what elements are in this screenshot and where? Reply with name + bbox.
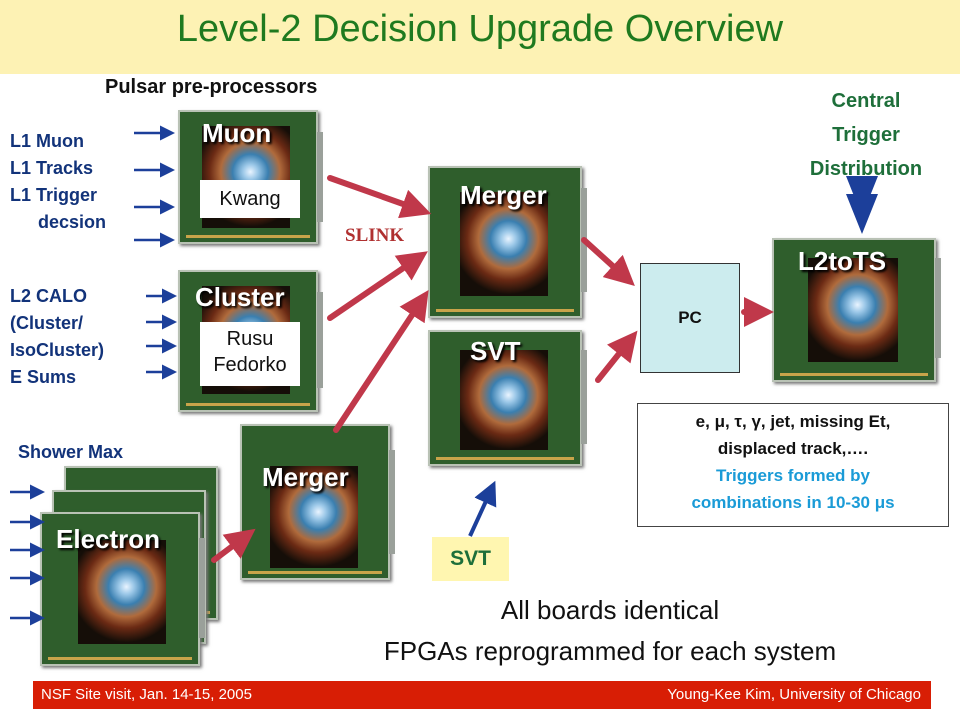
central-trigger-label: Central Trigger Distribution [784, 84, 948, 186]
input-l1-muon: L1 Muon [10, 131, 84, 151]
arrow-muon-to-merger [327, 175, 432, 219]
muon-board-label: Muon [202, 118, 272, 148]
owner-fedorko: Fedorko [213, 354, 287, 376]
info-combinations: combinations in 10-30 μs [691, 493, 895, 512]
merger-top-label: Merger [460, 180, 547, 210]
arrow-merger-to-pc [581, 237, 635, 287]
board-connector [317, 132, 323, 222]
nebula-image [270, 466, 358, 568]
ctd-trigger: Trigger [832, 124, 900, 146]
svt-board[interactable] [428, 330, 587, 466]
footer-bar: NSF Site visit, Jan. 14-15, 2005 Young-K… [33, 681, 931, 709]
board-connector [199, 538, 205, 638]
trigger-info-box: e, μ, τ, γ, jet, missing Et, displaced t… [637, 403, 949, 527]
merger-board-lower[interactable] [240, 424, 395, 580]
footer-left: NSF Site visit, Jan. 14-15, 2005 [41, 686, 252, 703]
input-l2-calo: L2 CALO [10, 286, 88, 306]
board-connector [581, 350, 587, 444]
arrow-merger-low-to-merger [333, 289, 429, 433]
nebula-image [460, 350, 548, 450]
input-cluster: (Cluster/ [10, 313, 84, 333]
ctd-central: Central [831, 90, 901, 112]
summary-boards-identical: All boards identical [500, 595, 720, 625]
svt-input-box: SVT [432, 537, 509, 581]
slink-label: SLINK [345, 225, 405, 246]
input-l1-tracks: L1 Tracks [10, 158, 94, 178]
electron-board[interactable] [40, 512, 205, 666]
pulsar-heading: Pulsar pre-processors [105, 76, 318, 98]
input-e-sums: E Sums [10, 367, 77, 387]
nebula-image [460, 192, 548, 296]
muon-input-labels: L1 Muon L1 Tracks L1 Trigger decsion [10, 128, 106, 236]
nebula-image [808, 258, 898, 362]
nebula-image [78, 540, 166, 644]
slide-title: Level-2 Decision Upgrade Overview [176, 8, 784, 50]
svt-board-label: SVT [470, 336, 521, 366]
arrow-svt-input [468, 480, 497, 537]
info-displaced: displaced track,…. [717, 439, 869, 458]
l2tots-board[interactable] [772, 238, 941, 382]
board-connector [317, 292, 323, 388]
arrow-electron-to-merger [211, 528, 256, 563]
cluster-board-label: Cluster [195, 282, 285, 312]
l2tots-board-label: L2toTS [798, 246, 887, 276]
info-objects: e, μ, τ, γ, jet, missing Et, [695, 412, 891, 431]
input-isocluster: IsoCluster) [10, 340, 105, 360]
footer-right: Young-Kee Kim, University of Chicago [667, 686, 921, 703]
arrow-cluster-to-merger [327, 251, 428, 321]
cluster-owner-box: Rusu Fedorko [200, 322, 300, 386]
pc-box[interactable]: PC [640, 263, 740, 373]
board-connector [389, 450, 395, 554]
arrow-svt-to-pc [595, 330, 638, 383]
input-shower-max: Shower Max [18, 442, 124, 462]
owner-rusu: Rusu [226, 328, 274, 350]
summary-fpgas: FPGAs reprogrammed for each system [383, 636, 837, 666]
info-triggers: Triggers formed by [716, 466, 870, 485]
muon-owner-box: Kwang [200, 180, 300, 218]
calo-input-labels: L2 CALO (Cluster/ IsoCluster) E Sums [10, 283, 104, 391]
board-connector [935, 258, 941, 358]
electron-board-label: Electron [56, 524, 161, 554]
input-l1-trigger: L1 Trigger [10, 185, 98, 205]
merger-lower-label: Merger [262, 462, 349, 492]
title-bar [0, 0, 960, 74]
ctd-distribution: Distribution [809, 158, 923, 180]
input-decision: decsion [38, 212, 107, 232]
